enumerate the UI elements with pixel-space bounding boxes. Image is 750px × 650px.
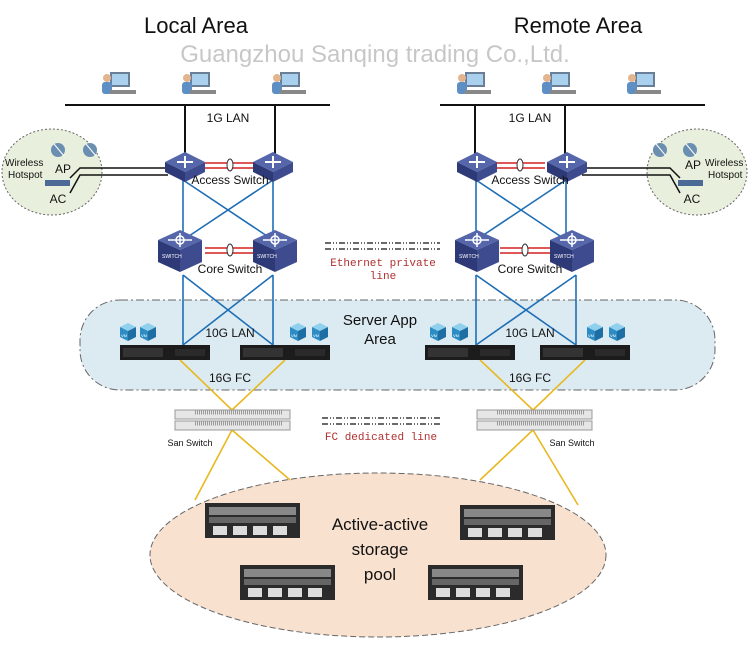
label-ac-local: AC — [50, 192, 67, 206]
watermark: Guangzhou Sanqing trading Co.,Ltd. — [180, 41, 570, 68]
storage-array-icon — [240, 565, 335, 600]
wireless-hotspot-zone-remote — [646, 128, 748, 216]
label-access-switch-local: Access Switch — [191, 173, 268, 187]
server-icon — [240, 345, 330, 360]
label-10g-lan-remote: 10G LAN — [505, 326, 554, 340]
label-core-switch-local: Core Switch — [198, 262, 263, 276]
computer-icon — [457, 72, 491, 94]
ethernet-private-line-symbol — [325, 242, 440, 250]
label-ap-remote: AP — [685, 158, 701, 172]
label-san-switch-remote: San Switch — [549, 438, 594, 448]
ethernet-links — [182, 179, 577, 346]
label-wireless-local: Wireless — [5, 158, 43, 169]
core-switch-icon — [157, 229, 203, 273]
storage-array-icon — [205, 503, 300, 538]
label-16g-fc-local: 16G FC — [209, 371, 251, 385]
storage-array-icon — [460, 505, 555, 540]
san-switch-icon — [175, 410, 290, 430]
label-1g-lan-remote: 1G LAN — [509, 111, 552, 125]
label-storage-pool-3: pool — [364, 565, 396, 584]
label-core-switch-remote: Core Switch — [498, 262, 563, 276]
label-san-switch-local: San Switch — [167, 438, 212, 448]
lan-wiring — [65, 104, 705, 194]
label-ethernet-private-line-2: line — [370, 271, 396, 283]
server-app-zone — [79, 299, 716, 391]
core-switch-icon — [454, 229, 500, 273]
server-icon — [120, 345, 210, 360]
storage-array-icon — [428, 565, 523, 600]
label-hotspot-local: Hotspot — [8, 170, 43, 181]
label-access-switch-remote: Access Switch — [491, 173, 568, 187]
label-10g-lan-local: 10G LAN — [205, 326, 254, 340]
computer-icon — [542, 72, 576, 94]
label-1g-lan-local: 1G LAN — [207, 111, 250, 125]
title-remote-area: Remote Area — [514, 13, 643, 38]
wireless-hotspot-zone-local — [1, 128, 103, 216]
computer-icon — [182, 72, 216, 94]
computer-icon — [272, 72, 306, 94]
label-storage-pool-2: storage — [352, 540, 409, 559]
computer-icon — [627, 72, 661, 94]
san-switch-icon — [477, 410, 592, 430]
label-server-app-area-1: Server App — [343, 312, 417, 329]
fc-dedicated-line-symbol — [322, 417, 440, 425]
computers — [102, 72, 661, 94]
ac-icon-remote — [678, 180, 703, 186]
label-ethernet-private-line-1: Ethernet private — [330, 258, 436, 270]
computer-icon — [102, 72, 136, 94]
label-storage-pool-1: Active-active — [332, 515, 428, 534]
label-ap-local: AP — [55, 162, 71, 176]
label-wireless-remote: Wireless — [705, 158, 743, 169]
server-icon — [540, 345, 630, 360]
label-hotspot-remote: Hotspot — [708, 170, 743, 181]
fc-links — [179, 359, 586, 506]
ac-icon — [45, 180, 70, 186]
label-server-app-area-2: Area — [364, 331, 396, 348]
label-fc-dedicated-line: FC dedicated line — [325, 432, 437, 444]
title-local-area: Local Area — [144, 13, 249, 38]
ap-icon — [51, 143, 97, 157]
ap-icon-remote — [653, 143, 697, 157]
label-16g-fc-remote: 16G FC — [509, 371, 551, 385]
lacp-markers — [226, 158, 529, 257]
server-icon — [425, 345, 515, 360]
label-ac-remote: AC — [684, 192, 701, 206]
